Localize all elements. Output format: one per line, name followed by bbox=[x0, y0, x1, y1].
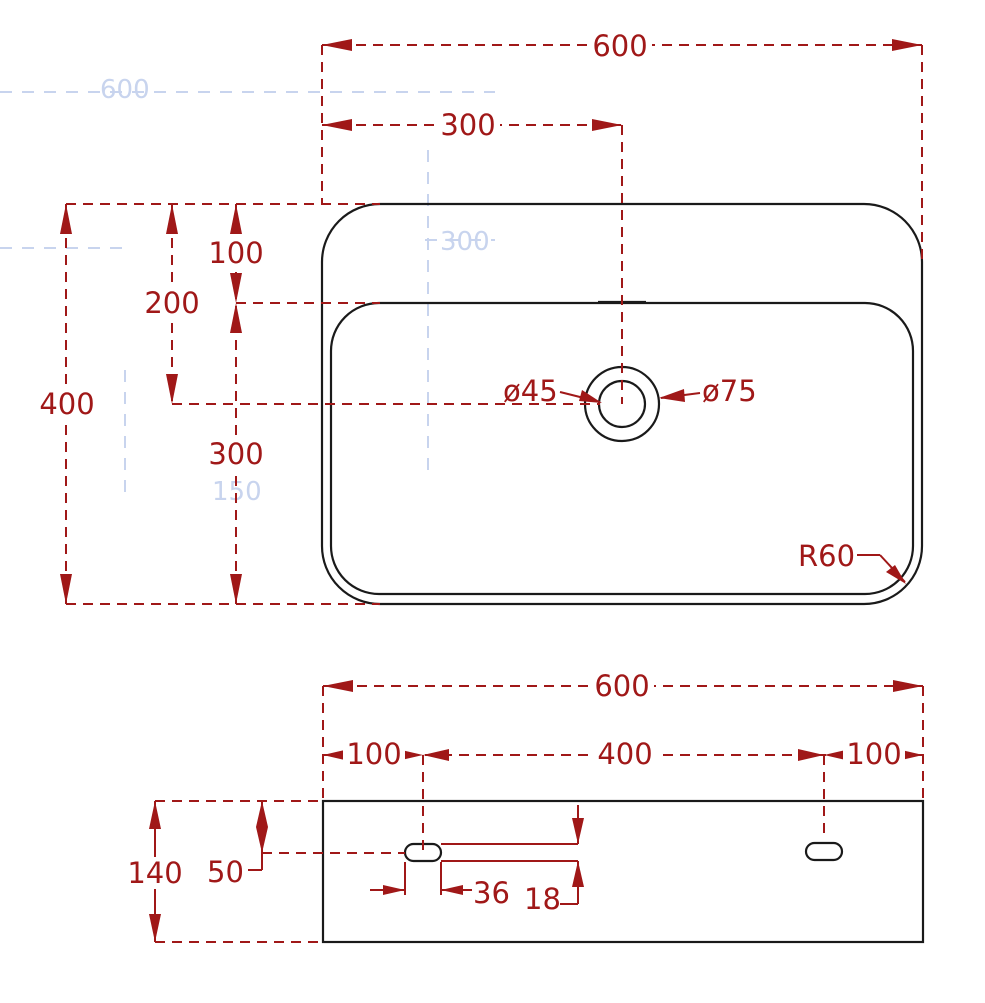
arrow-bottom bbox=[149, 914, 161, 942]
arrow-rim-bottom bbox=[230, 273, 242, 303]
dim-top-overall-width: 600 bbox=[322, 28, 922, 63]
arrow-bottom bbox=[572, 861, 584, 887]
top-view: 600 300 400 200 bbox=[36, 28, 924, 606]
ghost-label-a: 600 bbox=[100, 75, 150, 105]
dim-corner-radius: R60 bbox=[798, 539, 906, 584]
ghost-layer: 600 300 150 bbox=[0, 75, 495, 507]
label-overall-depth: 400 bbox=[39, 387, 94, 421]
arrow bbox=[659, 389, 685, 402]
label-hole-slot-height: 18 bbox=[524, 882, 561, 916]
overflow-hole-right bbox=[804, 841, 844, 862]
label-back-rim: 100 bbox=[208, 236, 263, 270]
arrow-bottom bbox=[230, 574, 242, 604]
dim-hole-height: 50 bbox=[207, 801, 268, 889]
arrow-top bbox=[149, 801, 161, 829]
label-hole-height: 50 bbox=[207, 855, 244, 889]
arrow-top bbox=[572, 818, 584, 844]
arrow-top bbox=[166, 204, 178, 234]
dim-hole-width: 36 bbox=[370, 862, 510, 910]
arrow-left bbox=[322, 119, 352, 131]
side-view: 600 100 400 100 140 bbox=[124, 669, 925, 944]
label-corner-radius: R60 bbox=[798, 539, 855, 573]
arrow-bottom bbox=[256, 827, 268, 853]
arrow-top bbox=[60, 204, 72, 234]
dim-overall-depth: 400 bbox=[36, 204, 98, 604]
ghost-label-b: 300 bbox=[440, 227, 490, 257]
basin-side-outline bbox=[321, 799, 925, 944]
arrow bbox=[886, 565, 906, 584]
arrow-right bbox=[893, 680, 923, 692]
arrow-bottom bbox=[60, 574, 72, 604]
label-drain-from-back: 200 bbox=[144, 286, 199, 320]
arrow-left bbox=[322, 39, 352, 51]
dim-side-overall-width: 600 bbox=[323, 669, 923, 703]
arrow-right bbox=[592, 119, 622, 131]
dim-drain-from-back: 200 bbox=[140, 204, 204, 404]
label-overall-width: 600 bbox=[592, 29, 647, 63]
label-hole-spacing: 400 bbox=[597, 737, 652, 771]
dim-hole-slot-height: 18 bbox=[441, 805, 584, 916]
basin-outer-outline bbox=[320, 202, 924, 606]
label-side-overall-width: 600 bbox=[594, 669, 649, 703]
label-hole-width: 36 bbox=[473, 876, 510, 910]
arrow bbox=[579, 390, 602, 403]
dim-drain-inner-diameter: ø45 bbox=[503, 374, 602, 408]
label-left-offset: 100 bbox=[346, 737, 401, 771]
arrow-bottom bbox=[166, 374, 178, 404]
label-overall-height: 140 bbox=[127, 856, 182, 890]
label-drain-inner-diameter: ø45 bbox=[503, 374, 558, 408]
dim-drain-outer-diameter: ø75 bbox=[659, 374, 757, 408]
arrow-left bbox=[383, 885, 405, 895]
arrow-top bbox=[256, 801, 268, 827]
dim-back-rim-and-front: 100 300 bbox=[204, 204, 268, 604]
label-drain-offset: 300 bbox=[440, 108, 495, 142]
arrow-top bbox=[230, 204, 242, 234]
label-drain-outer-diameter: ø75 bbox=[702, 374, 757, 408]
dim-hole-spacing: 100 400 100 bbox=[323, 737, 923, 771]
label-front-section: 300 bbox=[208, 437, 263, 471]
arrow-front-top bbox=[230, 303, 242, 333]
arrow-left bbox=[323, 680, 353, 692]
arrow-right bbox=[441, 885, 463, 895]
label-right-offset: 100 bbox=[846, 737, 901, 771]
dim-overall-height: 140 bbox=[124, 801, 186, 942]
dim-drain-offset: 300 bbox=[322, 108, 622, 142]
arrow-right bbox=[892, 39, 922, 51]
